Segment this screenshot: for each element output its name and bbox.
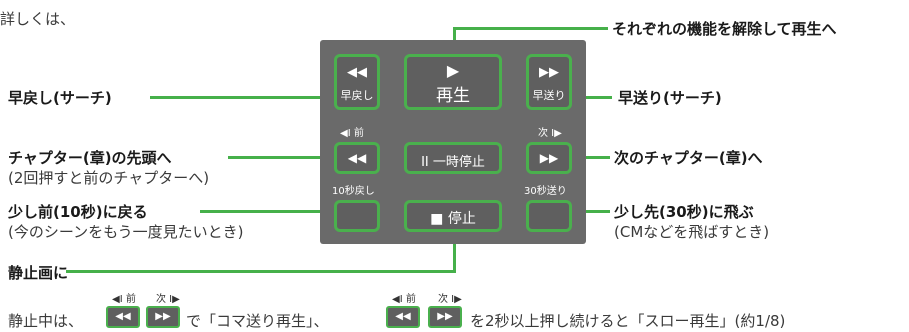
back10-button[interactable] (334, 200, 380, 232)
mini-prev-button[interactable]: ◀◀ (106, 306, 140, 328)
footer-suffix: を2秒以上押し続けると「スロー再生」(約1/8) (470, 312, 786, 330)
mini-prev-button-2[interactable]: ◀◀ (386, 306, 420, 328)
skip30-label: 少し先(30秒)に飛ぶ (614, 203, 754, 221)
forward-icon: ▶▶ (539, 65, 559, 80)
rewind-icon: ◀◀ (347, 65, 367, 80)
rewind-button[interactable]: ◀◀ 早戻し (334, 54, 380, 110)
footer-prefix: 静止中は、 (8, 312, 84, 330)
mini-next-button[interactable]: ▶▶ (146, 306, 180, 328)
prev-chapter-sub: (2回押すと前のチャプターへ) (8, 169, 210, 187)
skip30-sub: (CMなどを飛ばすとき) (614, 223, 770, 241)
rewind-label: 早戻し(サーチ) (8, 89, 112, 107)
still-label: 静止画に (8, 264, 69, 282)
skip30-button[interactable] (526, 200, 572, 232)
back10-label: 少し前(10秒)に戻る (8, 203, 148, 221)
prev-chapter-button[interactable]: ◀◀ (334, 142, 380, 174)
back10-sub: (今のシーンをもう一度見たいとき) (8, 223, 244, 241)
next-chapter-label: 次のチャプター(章)へ (614, 149, 763, 167)
next-chapter-button[interactable]: ▶▶ (526, 142, 572, 174)
mini-next-button-2[interactable]: ▶▶ (428, 306, 462, 328)
play-button[interactable]: ▶ 再生 (404, 54, 502, 110)
footer-middle: で「コマ送り再生」、 (186, 312, 329, 330)
prev-chapter-label: チャプター(章)の先頭へ (8, 149, 172, 167)
forward-label: 早送り(サーチ) (618, 89, 722, 107)
remote-panel: ◀◀ 早戻し ▶ 再生 ▶▶ 早送り ◀I 前 次 I▶ ◀◀ II 一時停止 … (320, 40, 586, 244)
release-label: それぞれの機能を解除して再生へ (612, 20, 837, 38)
prev-icon: ◀◀ (347, 151, 367, 165)
forward-button[interactable]: ▶▶ 早送り (526, 54, 572, 110)
intro-text: 詳しくは、 (0, 10, 76, 28)
play-icon: ▶ (446, 61, 460, 80)
pause-button[interactable]: II 一時停止 (404, 142, 502, 174)
stop-button[interactable]: ■ 停止 (404, 200, 502, 232)
next-icon: ▶▶ (539, 151, 559, 165)
